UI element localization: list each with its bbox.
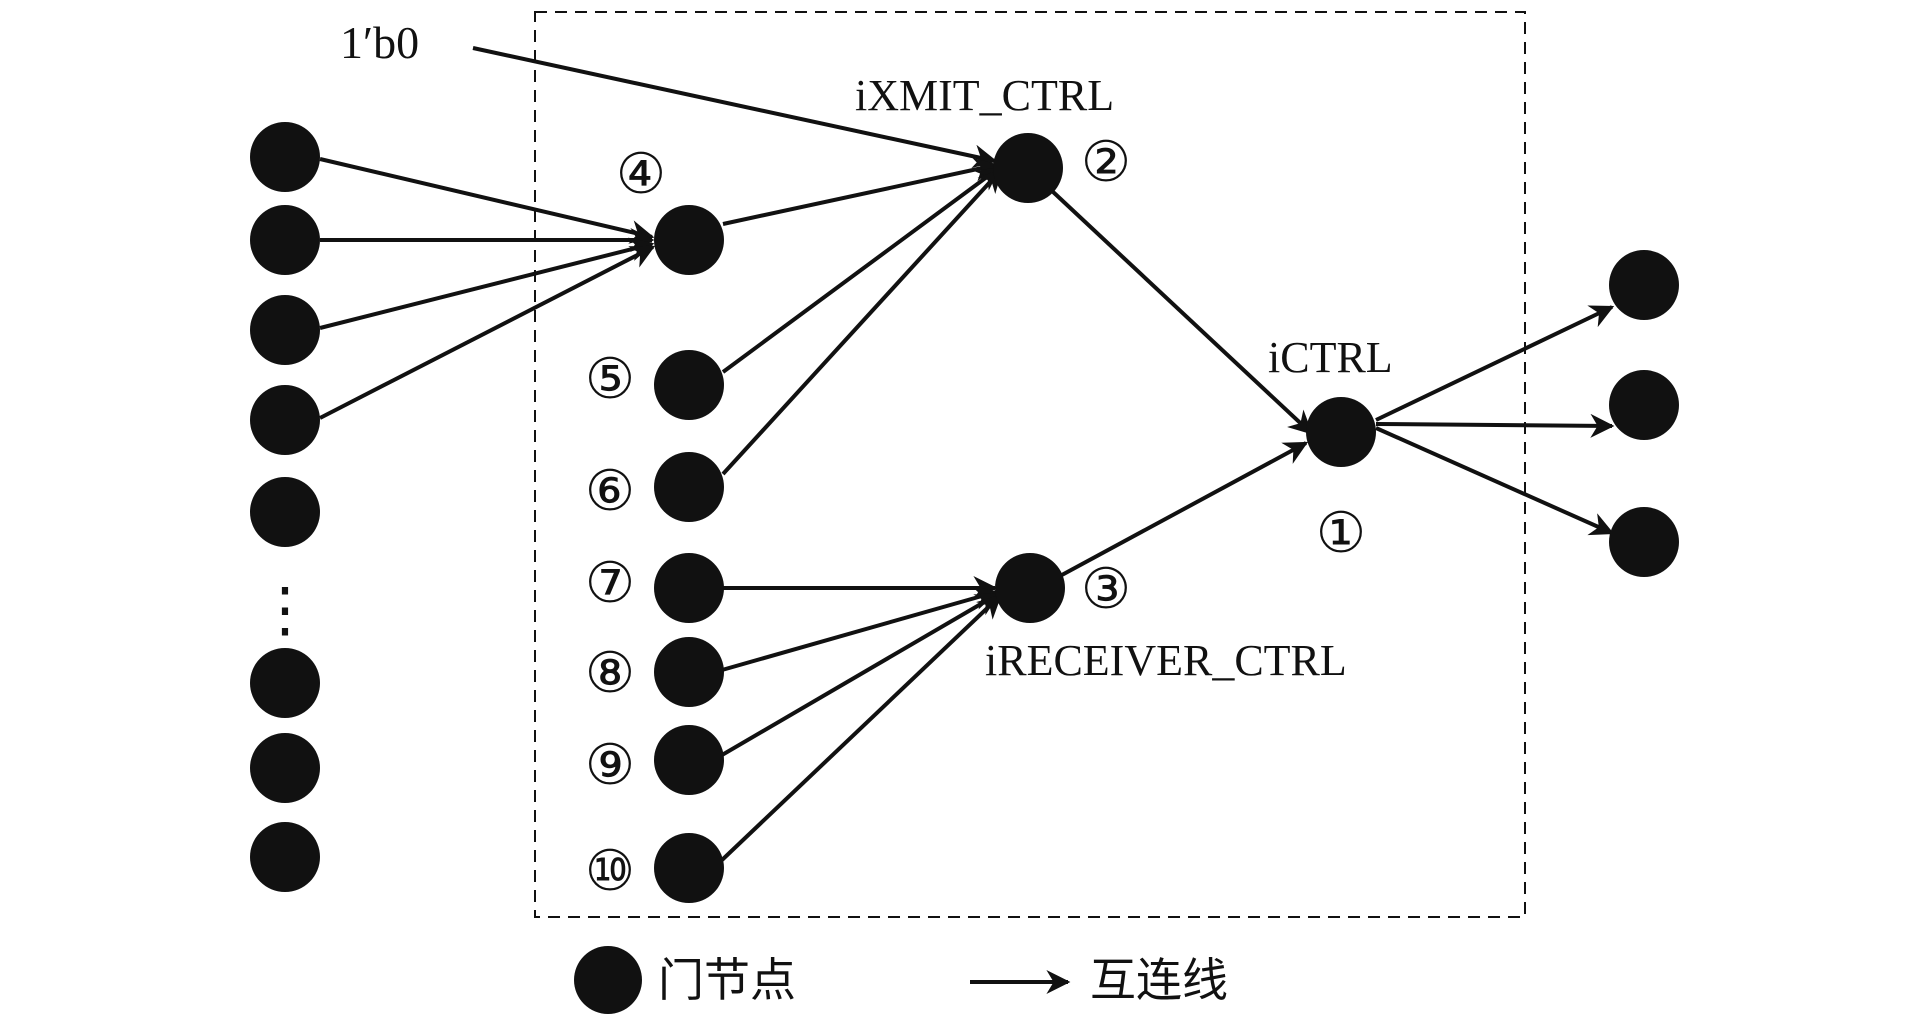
legend-node-symbol bbox=[574, 946, 642, 1014]
edge-n8-to-receiver bbox=[721, 586, 999, 672]
edge-receiver-to-ctrl bbox=[1059, 441, 1309, 578]
gate-node-right-3 bbox=[1609, 507, 1679, 577]
marker-4: ④ bbox=[616, 142, 666, 207]
marker-3: ③ bbox=[1081, 557, 1131, 622]
edge-xmit-to-ctrl bbox=[1049, 188, 1313, 435]
legend-edge-label: 互连线 bbox=[1090, 955, 1228, 1006]
edge-left3-to-n4 bbox=[319, 237, 655, 330]
marker-5: ⑤ bbox=[585, 347, 635, 412]
interconnects bbox=[319, 46, 1615, 862]
legend-node-label: 门节点 bbox=[658, 955, 796, 1006]
edge-left4-to-n4 bbox=[319, 245, 656, 420]
edge-n6-to-xmit bbox=[721, 168, 1003, 476]
xmit-gate-label: iXMIT_CTRL bbox=[855, 71, 1114, 120]
marker-1: ① bbox=[1316, 501, 1366, 566]
gate-node-7 bbox=[654, 553, 724, 623]
gate-node-left-1 bbox=[250, 122, 320, 192]
gate-node-left-3 bbox=[250, 295, 320, 365]
ctrl-gate-label: iCTRL bbox=[1268, 333, 1393, 382]
edge-ctrl-to-right1 bbox=[1375, 305, 1615, 422]
gate-node-ctrl bbox=[1306, 397, 1376, 467]
gate-node-9 bbox=[654, 725, 724, 795]
const-input-label: 1′b0 bbox=[340, 17, 419, 68]
gate-node-right-2 bbox=[1609, 370, 1679, 440]
edge-n4-to-xmit bbox=[722, 157, 999, 226]
gate-node-xmit bbox=[993, 133, 1063, 203]
edge-ctrl-to-right3 bbox=[1375, 426, 1615, 536]
gate-node-right-1 bbox=[1609, 250, 1679, 320]
edge-n5-to-xmit bbox=[721, 166, 1001, 374]
marker-7: ⑦ bbox=[585, 551, 635, 616]
receiver-gate-label: iRECEIVER_CTRL bbox=[985, 636, 1347, 685]
marker-8: ⑧ bbox=[585, 641, 635, 706]
marker-2: ② bbox=[1081, 130, 1131, 195]
gate-node-receiver bbox=[995, 553, 1065, 623]
gate-node-6 bbox=[654, 452, 724, 522]
gate-node-left-8 bbox=[250, 822, 320, 892]
marker-9: ⑨ bbox=[585, 733, 635, 798]
marker-6: ⑥ bbox=[585, 459, 635, 524]
gate-node-10 bbox=[654, 833, 724, 903]
edge-const-to-xmit bbox=[472, 46, 998, 169]
gate-node-left-4 bbox=[250, 385, 320, 455]
gate-node-left-6 bbox=[250, 648, 320, 718]
gate-node-left-7 bbox=[250, 733, 320, 803]
legend: 门节点 互连线 bbox=[574, 946, 1228, 1014]
module-boundary bbox=[534, 11, 1526, 918]
marker-10: ⑩ bbox=[585, 839, 635, 904]
edge-left1-to-n4 bbox=[319, 157, 655, 244]
left-ellipsis: ⋮ bbox=[255, 577, 315, 643]
edge-ctrl-to-right2 bbox=[1375, 413, 1615, 438]
gate-node-8 bbox=[654, 637, 724, 707]
gate-node-left-5 bbox=[250, 477, 320, 547]
edge-n10-to-receiver bbox=[720, 594, 1002, 862]
gate-nodes bbox=[250, 122, 1679, 903]
gate-node-left-2 bbox=[250, 205, 320, 275]
edge-n9-to-receiver bbox=[720, 592, 1001, 757]
gate-node-5 bbox=[654, 350, 724, 420]
gate-node-4 bbox=[654, 205, 724, 275]
